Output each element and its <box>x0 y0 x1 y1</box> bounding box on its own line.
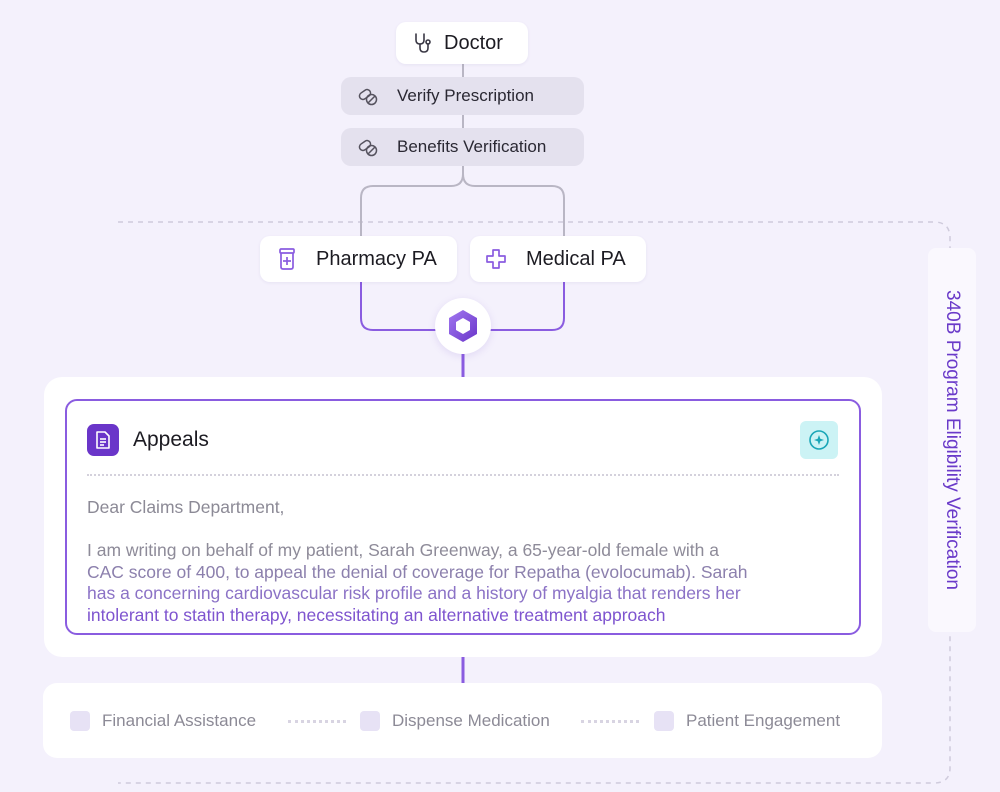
pills-icon <box>357 85 379 107</box>
pills-icon <box>357 136 379 158</box>
doctor-label: Doctor <box>444 31 503 54</box>
step-patient-engagement[interactable]: Patient Engagement <box>654 711 840 731</box>
step-dispense-medication[interactable]: Dispense Medication <box>360 711 550 731</box>
program-bracket-dashed <box>118 221 951 784</box>
verify-prescription-node[interactable]: Verify Prescription <box>341 77 584 115</box>
step-label: Dispense Medication <box>392 711 550 730</box>
hub-node[interactable] <box>435 298 491 354</box>
verify-prescription-label: Verify Prescription <box>397 86 534 105</box>
ai-sparkle-icon <box>808 429 830 451</box>
program-label-panel <box>928 248 976 632</box>
benefits-verification-label: Benefits Verification <box>397 137 547 156</box>
program-eligibility-label: 340B Program Eligibility Verification <box>942 290 963 590</box>
connector-merge <box>360 282 565 331</box>
letter-line: has a concerning cardiovascular risk pro… <box>87 583 741 603</box>
ai-assist-button[interactable] <box>800 421 838 459</box>
letter-line: I am writing on behalf of my patient, Sa… <box>87 540 719 560</box>
document-icon <box>87 424 119 456</box>
benefits-verification-node[interactable]: Benefits Verification <box>341 128 584 166</box>
pharmacy-pa-node[interactable]: Pharmacy PA <box>260 236 457 282</box>
appeals-title: Appeals <box>133 428 209 451</box>
stethoscope-icon <box>412 32 434 54</box>
connector-split <box>360 166 565 236</box>
step-connector-dots <box>581 720 639 723</box>
medical-cross-icon <box>484 247 508 271</box>
step-label: Financial Assistance <box>102 711 257 730</box>
doctor-node[interactable]: Doctor <box>396 22 528 64</box>
step-connector-dots <box>288 720 346 723</box>
step-placeholder-icon <box>70 711 90 731</box>
appeals-divider <box>87 474 839 476</box>
letter-line: intolerant to statin therapy, necessitat… <box>87 604 666 625</box>
pill-bottle-icon <box>276 247 298 271</box>
step-financial-assistance[interactable]: Financial Assistance <box>70 711 256 731</box>
step-placeholder-icon <box>654 711 674 731</box>
next-steps-bar: Financial Assistance Dispense Medication… <box>43 683 882 758</box>
letter-line: CAC score of 400, to appeal the denial o… <box>87 561 748 582</box>
appeals-card: Appeals Dear Claims Department, I am wri… <box>65 399 861 635</box>
letter-salutation: Dear Claims Department, <box>87 497 285 517</box>
letter-body: I am writing on behalf of my patient, Sa… <box>87 540 839 626</box>
medical-pa-label: Medical PA <box>526 247 626 270</box>
step-label: Patient Engagement <box>686 711 841 730</box>
pharmacy-pa-label: Pharmacy PA <box>316 247 437 270</box>
hexagon-logo-icon <box>445 308 481 344</box>
step-placeholder-icon <box>360 711 380 731</box>
medical-pa-node[interactable]: Medical PA <box>470 236 646 282</box>
